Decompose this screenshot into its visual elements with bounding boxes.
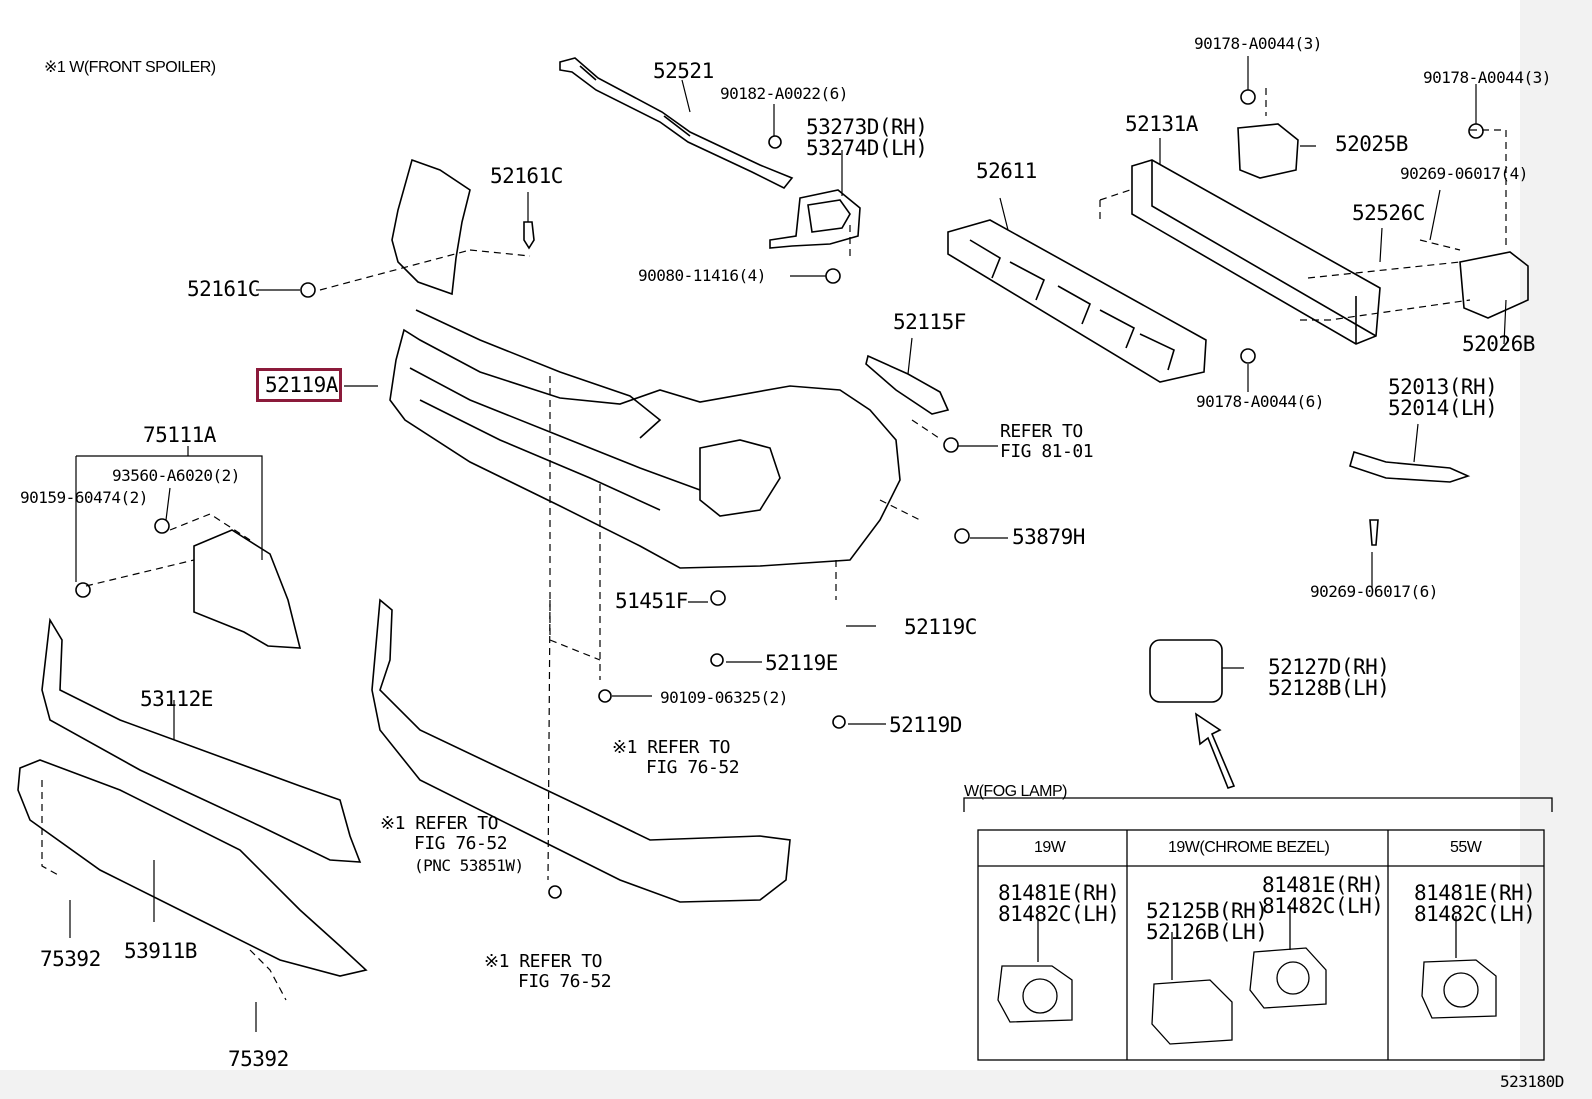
license-bracket-75111a: [193, 529, 302, 649]
part-label-52161c-top: 52161C: [490, 164, 563, 188]
part-label-53273d: 53273D(RH): [806, 115, 928, 139]
part-label-52611: 52611: [976, 159, 1037, 183]
part-label-75392-a: 75392: [40, 947, 101, 971]
reinforcement-52521: [559, 57, 794, 190]
part-label-52526c: 52526C: [1352, 201, 1425, 225]
fog-col3-lh: 81482C(LH): [1414, 902, 1536, 926]
fog-col2-rh: 81481E(RH): [1262, 873, 1384, 897]
part-label-51451f: 51451F: [615, 589, 688, 613]
leader-lines: [69, 56, 1507, 1032]
fog-col-55w: 55W: [1450, 839, 1482, 856]
front-spoiler: [371, 598, 791, 903]
part-label-52119d: 52119D: [889, 713, 962, 737]
part-label-75392-b: 75392: [228, 1047, 289, 1071]
part-label-53112e: 53112E: [140, 687, 213, 711]
part-label-52161c-left: 52161C: [187, 277, 260, 301]
lower-grille-53112e: [41, 617, 362, 863]
part-label-52025b: 52025B: [1335, 132, 1408, 156]
part-label-52128b: 52128B(LH): [1268, 676, 1390, 700]
bumper-cover-52119a: [389, 158, 901, 569]
part-label-52521: 52521: [653, 59, 714, 83]
part-label-90269-6: 90269-06017(6): [1310, 582, 1438, 601]
fog-col-19w-chrome: 19W(CHROME BEZEL): [1168, 839, 1330, 856]
part-label-53274d: 53274D(LH): [806, 136, 928, 160]
part-label-93560: 93560-A6020(2): [112, 466, 240, 485]
part-label-75111a: 75111A: [143, 423, 216, 447]
part-label-53911b: 53911B: [124, 939, 197, 963]
refer-7652-b-line1: ※1 REFER TO: [380, 813, 498, 834]
part-label-90178-6: 90178-A0044(6): [1196, 392, 1324, 411]
refer-7652-c-line1: ※1 REFER TO: [484, 951, 602, 972]
refer-7652-b-line3: (PNC 53851W): [414, 856, 524, 875]
part-label-52026b: 52026B: [1462, 332, 1535, 356]
fog-col2-bezel-lh: 52126B(LH): [1146, 920, 1268, 944]
refer-81-line1: REFER TO: [1000, 421, 1083, 442]
fog-lamp-table: [963, 797, 1553, 1061]
fog-col2-lh: 81482C(LH): [1262, 894, 1384, 918]
part-label-52119e: 52119E: [765, 651, 838, 675]
part-label-90159: 90159-60474(2): [20, 488, 148, 507]
fog-col1-rh: 81481E(RH): [998, 881, 1120, 905]
part-label-52115f: 52115F: [893, 310, 966, 334]
diagram-code: 523180D: [1500, 1072, 1564, 1091]
part-label-52119a: 52119A: [265, 373, 338, 397]
refer-81-line2: FIG 81-01: [1000, 441, 1094, 462]
note-front-spoiler: ※1 W(FRONT SPOILER): [44, 59, 216, 76]
refer-7652-a-line1: ※1 REFER TO: [612, 737, 730, 758]
part-label-52127d: 52127D(RH): [1268, 655, 1390, 679]
refer-7652-a-line2: FIG 76-52: [646, 757, 740, 778]
part-label-52131a: 52131A: [1125, 112, 1198, 136]
refer-7652-c-line2: FIG 76-52: [518, 971, 612, 992]
part-label-52013: 52013(RH): [1388, 375, 1498, 399]
part-label-53879h: 53879H: [1012, 525, 1085, 549]
dashed-lines: [41, 88, 1507, 1001]
part-label-90178-top: 90178-A0044(3): [1194, 34, 1322, 53]
part-label-52119c: 52119C: [904, 615, 977, 639]
arrow-icon: [1194, 712, 1236, 789]
brackets-52025b-52026b: [1237, 123, 1529, 319]
part-label-90178-right: 90178-A0044(3): [1423, 68, 1551, 87]
absorber-52611: [947, 219, 1207, 383]
part-label-90269-4: 90269-06017(4): [1400, 164, 1528, 183]
part-label-52014: 52014(LH): [1388, 396, 1498, 420]
fog-col2-bezel-rh: 52125B(RH): [1146, 899, 1268, 923]
refer-7652-b-line2: FIG 76-52: [414, 833, 508, 854]
part-label-90080: 90080-11416(4): [638, 266, 766, 285]
bracket-52013: [1349, 450, 1471, 483]
fog-col1-lh: 81482C(LH): [998, 902, 1120, 926]
bracket-53273d: [769, 189, 861, 249]
fog-cover-52127d: [1149, 639, 1223, 703]
part-label-90109: 90109-06325(2): [660, 688, 788, 707]
fog-table-title: W(FOG LAMP): [964, 783, 1067, 800]
highlight-box-52119a: [256, 368, 342, 402]
fog-col-19w: 19W: [1034, 839, 1066, 856]
bracket-52115f: [865, 354, 950, 415]
part-label-90182: 90182-A0022(6): [720, 84, 848, 103]
reinforcement-52131a: [1131, 159, 1381, 345]
fog-col3-rh: 81481E(RH): [1414, 881, 1536, 905]
